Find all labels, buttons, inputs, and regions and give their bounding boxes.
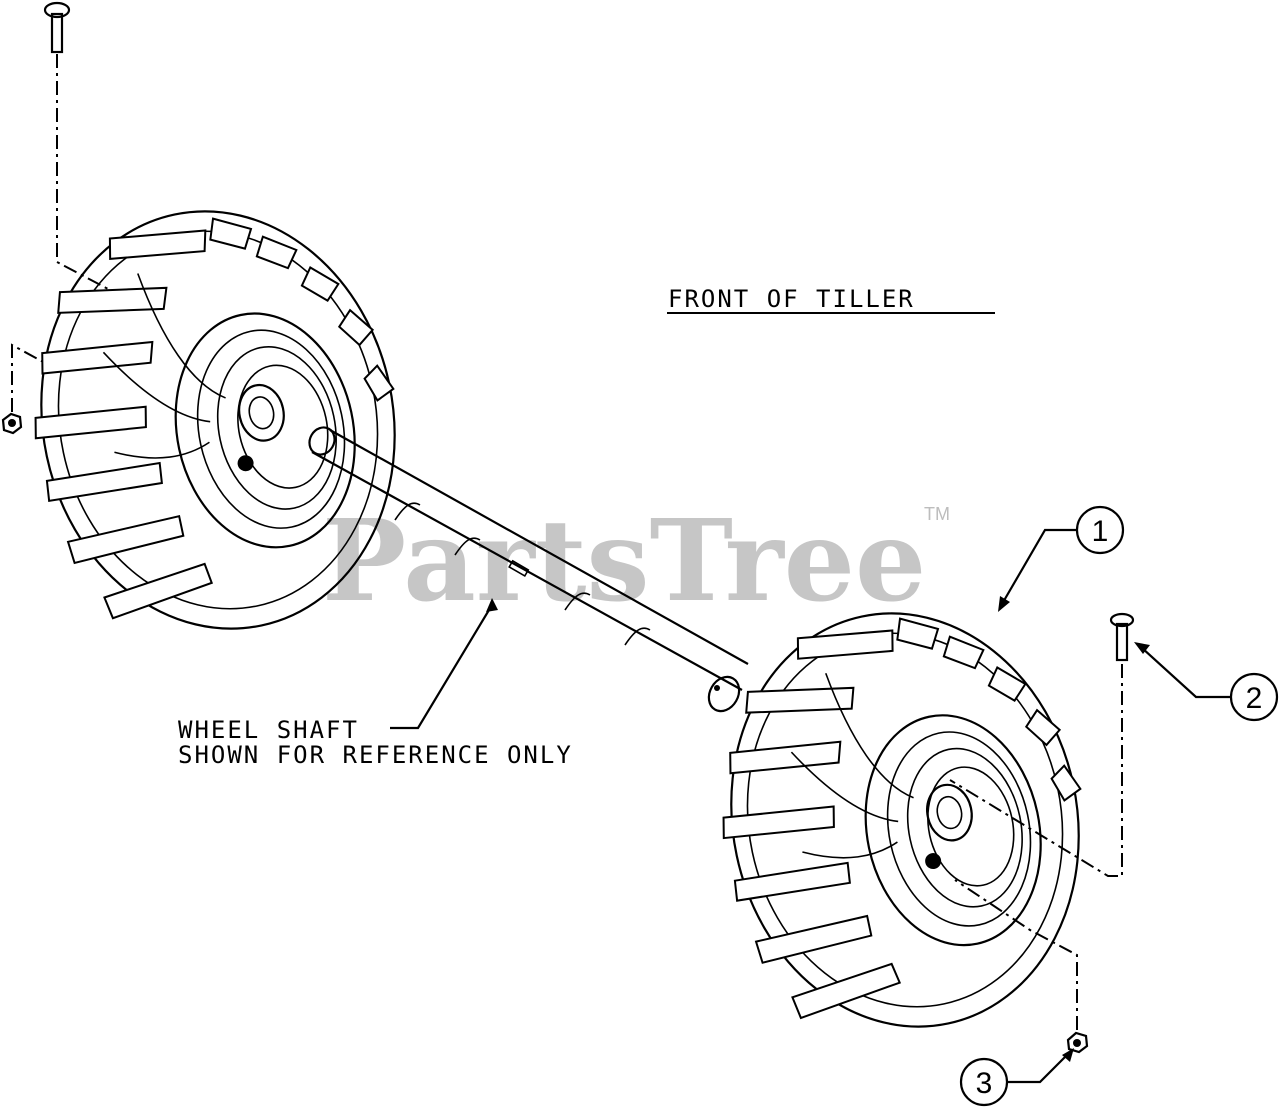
right-bolt-leader xyxy=(949,664,1123,877)
callout-2-arrow xyxy=(1134,642,1150,654)
right-lock-nut[interactable] xyxy=(1066,1031,1089,1054)
callout-2-leader xyxy=(1141,647,1231,699)
callout-3-label[interactable]: 3 xyxy=(976,1067,993,1100)
watermark-text: PartsTree xyxy=(322,496,926,627)
wheel-shaft-arrow xyxy=(486,598,498,612)
callout-3-leader xyxy=(1007,1053,1069,1084)
wheel-shaft-note-line2: SHOWN FOR REFERENCE ONLY xyxy=(178,741,573,769)
wheel-shaft-note-line1: WHEEL SHAFT xyxy=(178,716,359,744)
right-carriage-bolt[interactable] xyxy=(1109,612,1135,662)
front-of-tiller-label: FRONT OF TILLER xyxy=(668,285,915,313)
callout-3-arrow xyxy=(1062,1048,1074,1062)
wheel-shaft-leader xyxy=(390,604,493,730)
callout-1-arrow xyxy=(998,596,1010,612)
left-lock-nut[interactable] xyxy=(1,412,23,435)
right-nut-leader xyxy=(954,879,1078,1030)
left-carriage-bolt[interactable] xyxy=(43,1,71,54)
left-bolt-leader xyxy=(56,54,111,291)
right-wheel[interactable] xyxy=(685,580,1123,1062)
callout-1-label[interactable]: 1 xyxy=(1092,515,1109,548)
left-wheel[interactable] xyxy=(0,178,436,664)
wheel-shaft[interactable] xyxy=(305,423,749,717)
watermark-tm: TM xyxy=(924,504,950,524)
callout-1-leader xyxy=(1001,528,1077,605)
callout-2-label[interactable]: 2 xyxy=(1246,682,1263,715)
